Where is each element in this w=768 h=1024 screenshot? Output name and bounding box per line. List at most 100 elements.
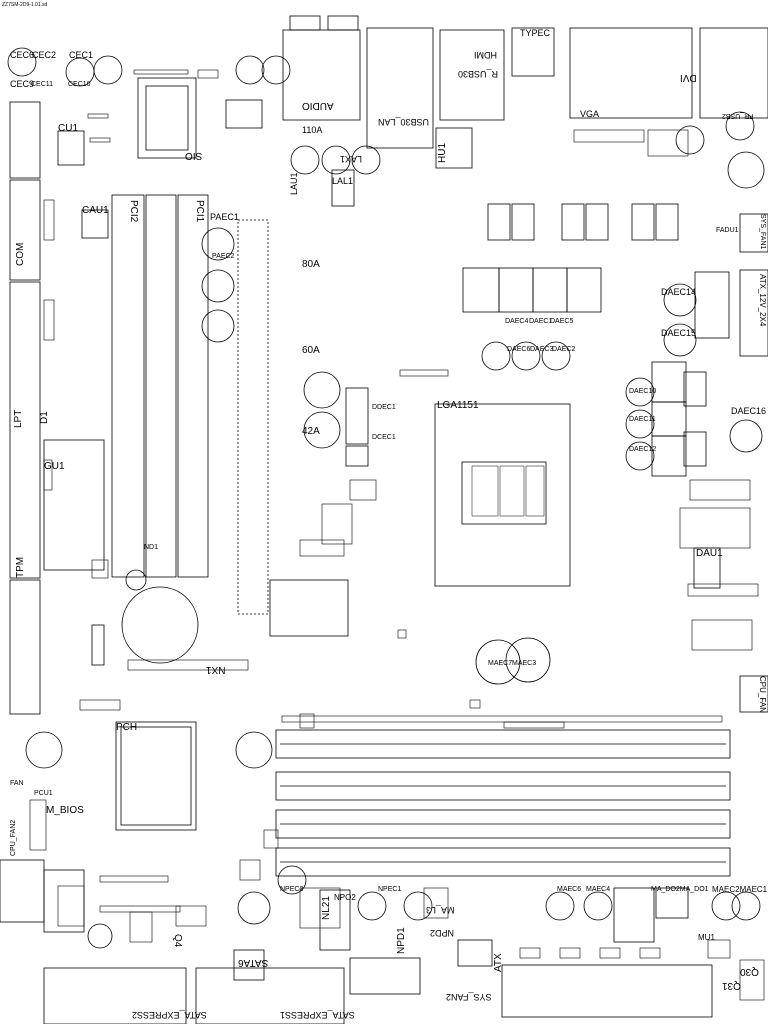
label-dau1: DAU1 bbox=[696, 548, 723, 559]
lpt-header-outline bbox=[9, 281, 41, 579]
label-daec4: DAEC4 bbox=[505, 318, 529, 325]
com-header-outline bbox=[9, 179, 41, 281]
label-npd2: NPD2 bbox=[430, 928, 455, 938]
label-maec3: MAEC3 bbox=[512, 660, 537, 667]
label-daec5: DAEC5 bbox=[550, 318, 574, 325]
label-fan: FAN bbox=[10, 780, 24, 787]
label-atx-12v: ATX_12V_2X4 bbox=[758, 274, 767, 327]
label-sio: SIO bbox=[185, 150, 203, 161]
label-sata6: SATA6 bbox=[238, 957, 269, 968]
usb30-lan-outline bbox=[366, 27, 434, 149]
label-nx1: NX1 bbox=[206, 664, 226, 675]
pch-chip-outline bbox=[115, 721, 197, 831]
label-pci1: PCI1 bbox=[194, 200, 205, 223]
dimm-slot-2-outline bbox=[275, 771, 731, 801]
label-paec2: PAEC2 bbox=[212, 253, 235, 260]
label-lga1151: LGA1151 bbox=[437, 400, 479, 411]
pci2-slot-outline bbox=[111, 194, 145, 578]
label-npec1: NPEC1 bbox=[378, 886, 402, 893]
label-42a: 42A bbox=[302, 426, 320, 437]
dal1-choke-outline bbox=[694, 271, 730, 339]
label-ma-l3: MA_L3 bbox=[426, 905, 455, 915]
label-hdmi: HDMI bbox=[474, 50, 497, 60]
label-hu1: HU1 bbox=[437, 142, 448, 163]
label-cpu-fan2: CPU_FAN2 bbox=[10, 819, 17, 856]
label-typec: TYPEC bbox=[520, 28, 551, 38]
vga-outline bbox=[569, 27, 693, 119]
label-r-usb30: R_USB30 bbox=[458, 69, 499, 79]
label-sata-express2: SATA_EXPRESS2 bbox=[132, 1010, 207, 1020]
label-cec2: CEC2 bbox=[32, 50, 57, 60]
sata-express2-outline bbox=[43, 967, 187, 1024]
label-pci2: PCI2 bbox=[128, 200, 139, 223]
label-cec11: CEC11 bbox=[31, 81, 54, 88]
label-q4: Q4 bbox=[172, 934, 183, 948]
label-pcu1: PCU1 bbox=[34, 790, 53, 797]
label-cau1: CAU1 bbox=[82, 205, 109, 216]
label-q30: Q30 bbox=[740, 966, 759, 977]
label-nd1: ND1 bbox=[144, 544, 159, 551]
label-110a: 110A bbox=[302, 125, 323, 135]
pci1-slot-outline bbox=[145, 194, 177, 578]
label-daec16: DAEC16 bbox=[731, 406, 767, 416]
label-lal1: LAL1 bbox=[332, 176, 354, 186]
sio-chip-outline bbox=[137, 77, 197, 159]
label-cec1: CEC1 bbox=[69, 50, 94, 60]
label-audio: AUDIO bbox=[302, 100, 334, 111]
label-ddec1: DDEC1 bbox=[372, 404, 396, 411]
tpm-header-outline bbox=[9, 579, 41, 715]
label-m-bios: M_BIOS bbox=[46, 805, 84, 816]
label-cec10: CEC10 bbox=[68, 81, 91, 88]
label-cpu-fan: CPU_FAN bbox=[758, 676, 767, 713]
label-vga: VGA bbox=[580, 109, 600, 119]
label-npo2: NPO2 bbox=[334, 893, 356, 902]
label-sys-fan1: SYS_FAN1 bbox=[759, 214, 766, 250]
label-lau1: LAU1 bbox=[289, 172, 299, 195]
label-fr-usb2: FR_USB2 bbox=[722, 112, 754, 119]
hdmi-usb30-outline bbox=[439, 29, 505, 121]
label-q31: Q31 bbox=[722, 980, 741, 991]
label-cu1: CU1 bbox=[58, 123, 79, 134]
pci-slot3-outline bbox=[177, 194, 209, 578]
label-pch: PCH bbox=[116, 722, 138, 733]
label-dvi: DVI bbox=[680, 72, 697, 83]
label-daec15: DAEC15 bbox=[661, 328, 697, 338]
label-daec14: DAEC14 bbox=[661, 287, 697, 297]
dimm-slot-3-outline bbox=[275, 809, 731, 839]
label-atx: ATX bbox=[493, 953, 504, 972]
label-maec7: MAEC7 bbox=[488, 660, 513, 667]
atx-connector-outline bbox=[501, 964, 713, 1018]
label-npec2: NPEC2 bbox=[280, 886, 304, 893]
label-cec6: CEC6 bbox=[10, 50, 35, 60]
rtc-battery-outline bbox=[121, 586, 199, 664]
label-sata-express1: SATA_EXPRESS1 bbox=[280, 1010, 355, 1020]
label-80a: 80A bbox=[302, 259, 320, 270]
dvi-outline bbox=[699, 27, 768, 119]
label-npd1: NPD1 bbox=[396, 927, 407, 954]
label-daec3: DAEC3 bbox=[530, 346, 554, 353]
file-header: ZZ7SM-2D9-1.01.sd bbox=[2, 2, 48, 8]
label-maec4: MAEC4 bbox=[586, 886, 611, 893]
label-nl21: NL21 bbox=[321, 896, 332, 920]
label-maec6: MAEC6 bbox=[557, 886, 582, 893]
label-d1: D1 bbox=[39, 411, 50, 424]
dimm-slot-4-outline bbox=[275, 847, 731, 877]
label-ma-do: MA_DO2MA_DO1 bbox=[651, 886, 709, 893]
label-dcec1: DCEC1 bbox=[372, 434, 396, 441]
label-com: COM bbox=[15, 242, 26, 266]
label-mu1: MU1 bbox=[698, 933, 715, 942]
label-usb30-lan: USB30_LAN bbox=[378, 117, 430, 127]
label-maec2-1: MAEC2MAEC1 bbox=[712, 885, 768, 894]
label-sys-fan2: SYS_FAN2 bbox=[446, 992, 492, 1002]
label-tpm: TPM bbox=[15, 556, 26, 578]
hu1-outline bbox=[435, 127, 473, 169]
label-cec9: CEC9 bbox=[10, 79, 35, 89]
label-lax1: LAX1 bbox=[340, 154, 363, 164]
label-daec11: DAEC11 bbox=[629, 416, 656, 423]
label-daec12: DAEC12 bbox=[629, 446, 657, 453]
label-lpt: LPT bbox=[13, 409, 24, 428]
label-daec6: DAEC6 bbox=[507, 346, 531, 353]
audio-jack-outline bbox=[282, 29, 361, 121]
